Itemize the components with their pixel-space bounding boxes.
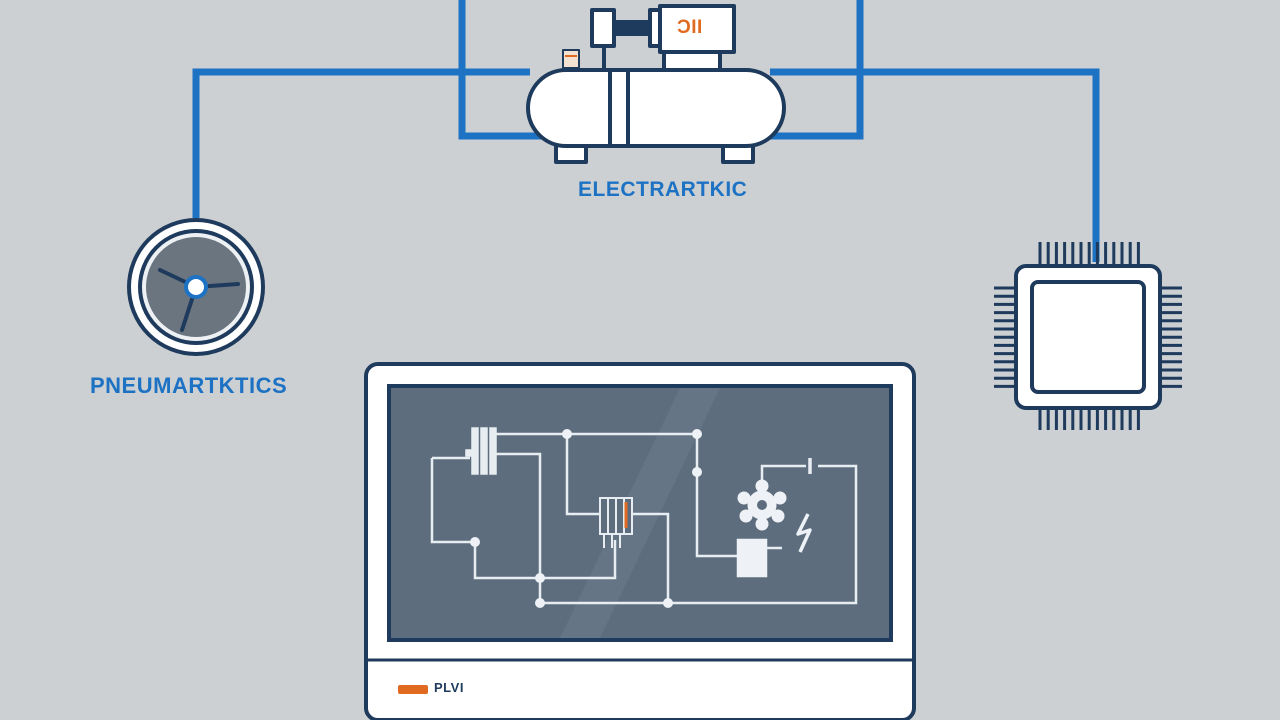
microchip-icon bbox=[994, 242, 1182, 430]
valve-flange bbox=[648, 8, 662, 48]
compressor-label: ELECTRARTKIC bbox=[578, 178, 748, 201]
gauge-panel bbox=[658, 4, 736, 54]
component-box bbox=[736, 538, 768, 578]
gear-symbol bbox=[737, 479, 787, 531]
wire-6 bbox=[540, 540, 617, 580]
chip-die bbox=[1030, 280, 1146, 394]
wire-3 bbox=[496, 432, 738, 558]
orange-fitting bbox=[562, 49, 580, 69]
compressor-tank bbox=[526, 68, 786, 148]
wire-8 bbox=[760, 464, 806, 486]
fan-hub bbox=[184, 275, 208, 299]
pipe-left bbox=[192, 68, 530, 218]
fan-icon bbox=[127, 218, 265, 356]
wire-7 bbox=[668, 464, 858, 605]
wire-5 bbox=[565, 434, 600, 516]
wire-4 bbox=[496, 452, 670, 605]
plc-indicator-led bbox=[398, 685, 428, 694]
capacitor-component bbox=[465, 427, 497, 475]
gauge-readout: ƆII bbox=[677, 17, 703, 38]
junction-nodes bbox=[470, 429, 702, 608]
chip-pins bbox=[994, 242, 1182, 430]
air-compressor-icon bbox=[526, 4, 786, 164]
circuit-schematic-icon bbox=[430, 427, 858, 608]
monitor-label: PLVI bbox=[434, 680, 464, 695]
lightning-bolt-symbol bbox=[796, 513, 812, 553]
pipe-right bbox=[770, 68, 1100, 262]
relay-component bbox=[599, 497, 633, 548]
valve-body bbox=[590, 8, 616, 48]
pneumatic-label: PNEUMARTKTICS bbox=[90, 373, 288, 398]
